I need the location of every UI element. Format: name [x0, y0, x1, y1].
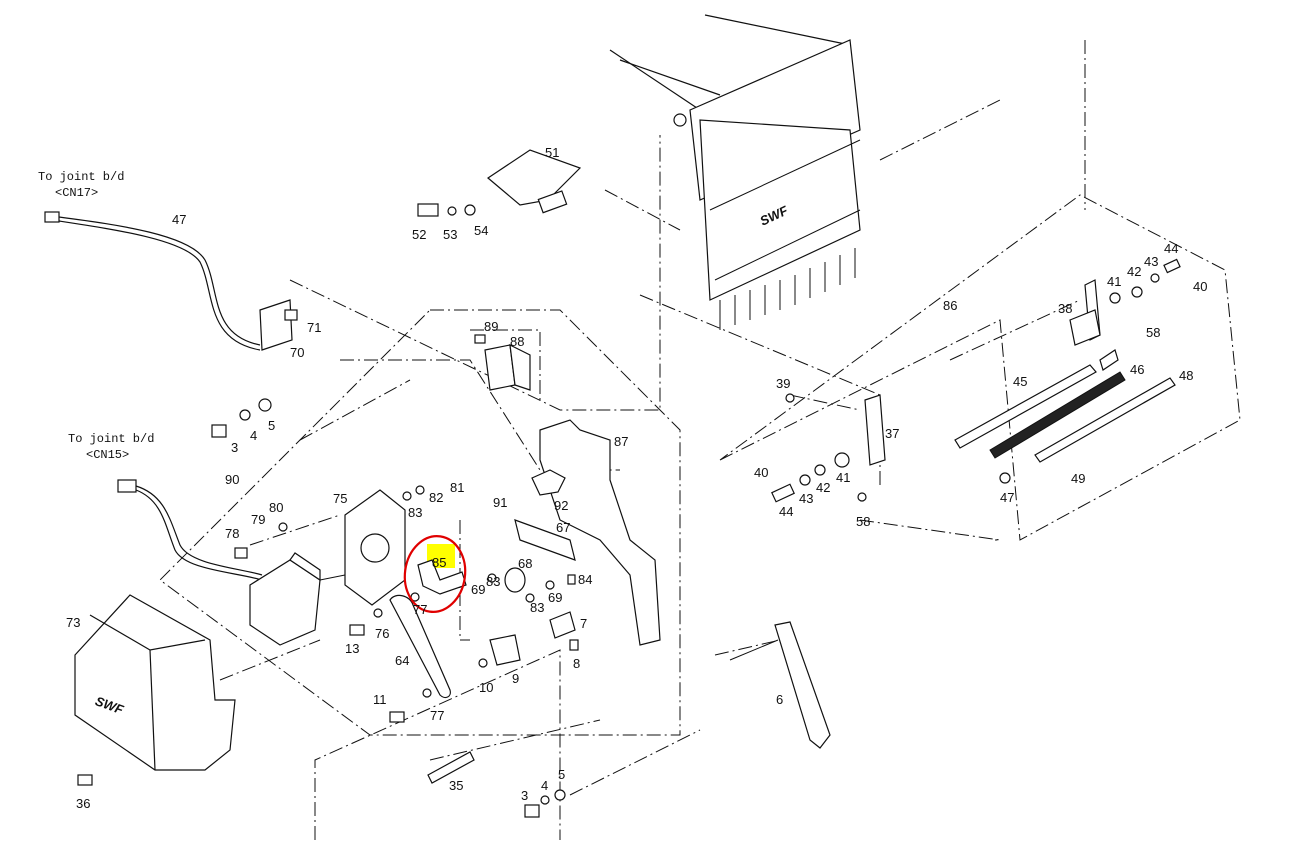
- part-label: 47: [1000, 490, 1014, 505]
- part-label: 81: [450, 480, 464, 495]
- lever-67-group: [487, 519, 576, 603]
- part-label: 52: [412, 227, 426, 242]
- highlighted-part-85[interactable]: [400, 532, 470, 616]
- part-label: 4: [541, 778, 548, 793]
- part-label: 43: [1144, 254, 1158, 269]
- part-label: 40: [754, 465, 768, 480]
- part-label: 82: [429, 490, 443, 505]
- part-label: 3: [231, 440, 238, 455]
- highlight-circle: [403, 535, 467, 613]
- part-label: 78: [225, 526, 239, 541]
- part-label: 7: [580, 616, 587, 631]
- part-label: 91: [493, 495, 507, 510]
- part-label: 3: [521, 788, 528, 803]
- cable-47: [44, 211, 298, 351]
- part-label: 39: [776, 376, 790, 391]
- part-label: 41: [1107, 274, 1121, 289]
- part-label: 38: [1058, 301, 1072, 316]
- part-label: 5: [268, 418, 275, 433]
- part-label: 83: [408, 505, 422, 520]
- part-label: 67: [556, 520, 570, 535]
- part-label: 9: [512, 671, 519, 686]
- part-label: 77: [430, 708, 444, 723]
- bracket-88-group: [474, 334, 531, 391]
- blocks-7-9: [478, 611, 579, 668]
- callout-cn15-title: To joint b/d: [68, 432, 154, 446]
- part-label: 64: [395, 653, 409, 668]
- part-label: 44: [1164, 241, 1178, 256]
- part-label: 13: [345, 641, 359, 656]
- part-label: 6: [776, 692, 783, 707]
- thread-guide-assembly: [771, 258, 1181, 503]
- part-label: 11: [373, 692, 387, 707]
- part-label: 45: [1013, 374, 1027, 389]
- part-label: 68: [518, 556, 532, 571]
- screw-set-upper: [211, 398, 272, 438]
- part-label: 10: [479, 680, 493, 695]
- part-label: 89: [484, 319, 498, 334]
- callout-cn17-title: To joint b/d: [38, 170, 124, 184]
- part-label: 87: [614, 434, 628, 449]
- embroidery-head-assembly: SWF: [609, 14, 861, 330]
- part-label: 92: [554, 498, 568, 513]
- part-label: 54: [474, 223, 488, 238]
- motor-cover-73: SWF: [74, 594, 236, 786]
- part-label: 79: [251, 512, 265, 527]
- part-label: 77: [413, 602, 427, 617]
- part-label: 83: [486, 574, 500, 589]
- part-label: 36: [76, 796, 90, 811]
- rod-35-group: [427, 751, 566, 818]
- part-label: 8: [573, 656, 580, 671]
- part-label: 83: [530, 600, 544, 615]
- part-label: 88: [510, 334, 524, 349]
- part-label: 48: [1179, 368, 1193, 383]
- bracket-51-group: [417, 149, 582, 217]
- part-label: 5: [558, 767, 565, 782]
- motor-and-cable: [117, 479, 346, 646]
- needle-bars: [719, 248, 856, 330]
- part-label: 37: [885, 426, 899, 441]
- part-label: 47: [172, 212, 186, 227]
- callout-cn17-connector: <CN17>: [55, 186, 98, 200]
- part-label: 84: [578, 572, 592, 587]
- plate-87: [531, 419, 661, 646]
- part-label: 41: [836, 470, 850, 485]
- callout-cn15: To joint b/d <CN15>: [68, 432, 154, 462]
- part-label: 70: [290, 345, 304, 360]
- part-label: 53: [443, 227, 457, 242]
- part-label: 42: [816, 480, 830, 495]
- part-label: 58: [1146, 325, 1160, 340]
- callout-cn17: To joint b/d <CN17>: [38, 170, 124, 200]
- callout-cn15-connector: <CN15>: [86, 448, 129, 462]
- part-label: 58: [856, 514, 870, 529]
- part-label: 43: [799, 491, 813, 506]
- part-label: 76: [375, 626, 389, 641]
- part-label: 51: [545, 145, 559, 160]
- part-label: 46: [1130, 362, 1144, 377]
- part-label: 86: [943, 298, 957, 313]
- part-label: 73: [66, 615, 80, 630]
- part-label: 49: [1071, 471, 1085, 486]
- part-label: 35: [449, 778, 463, 793]
- part-label: 69: [548, 590, 562, 605]
- part-label: 69: [471, 582, 485, 597]
- belt-64: [349, 592, 451, 723]
- part-label: 40: [1193, 279, 1207, 294]
- lever-6: [729, 621, 831, 749]
- part-labels: 47 71 70 51 52 53 54 89 88 3 4 5 90 80 7…: [66, 145, 1207, 811]
- part-label: 42: [1127, 264, 1141, 279]
- part-label-highlighted: 85: [432, 555, 446, 570]
- part-label: 80: [269, 500, 283, 515]
- part-label: 75: [333, 491, 347, 506]
- part-label: 90: [225, 472, 239, 487]
- part-label: 4: [250, 428, 257, 443]
- part-label: 44: [779, 504, 793, 519]
- part-label: 71: [307, 320, 321, 335]
